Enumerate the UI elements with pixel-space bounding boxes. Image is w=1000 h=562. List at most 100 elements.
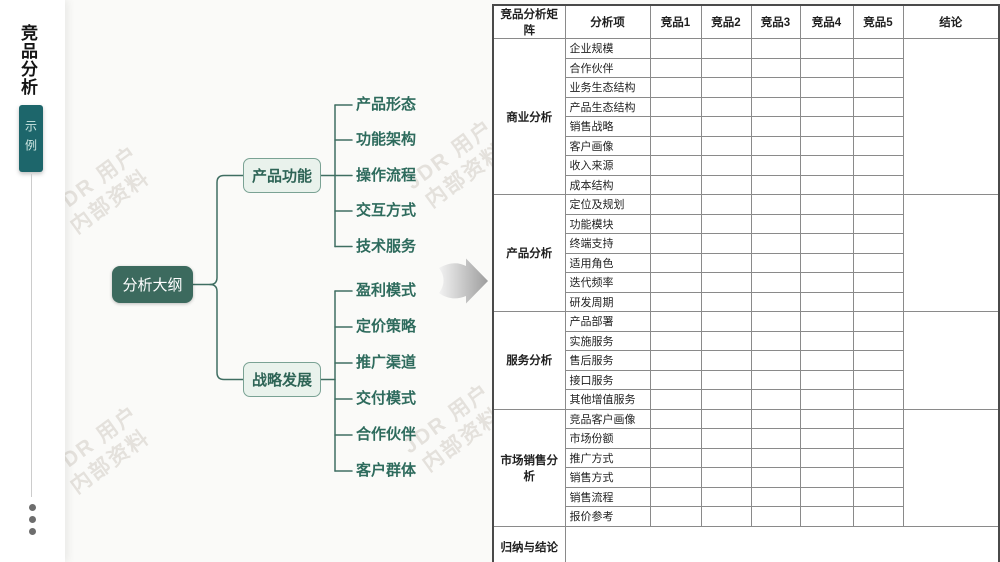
analysis-item-cell: 产品部署	[564, 311, 651, 332]
analysis-item-cell: 销售流程	[564, 486, 651, 507]
table-row: 合作伙伴	[493, 57, 999, 78]
competitor-value-cell	[750, 252, 801, 273]
competitor-value-cell	[852, 447, 904, 468]
competitor-value-cell	[799, 408, 854, 429]
mindmap-leaf-label: 交付模式	[356, 390, 417, 407]
competitor-value-cell	[799, 174, 854, 195]
competitor-value-cell	[750, 311, 801, 332]
competitor-value-cell	[852, 213, 904, 234]
column-header: 竞品2	[700, 4, 752, 39]
competitor-value-cell	[750, 369, 801, 390]
table-row: 销售方式	[493, 467, 999, 488]
competitor-value-cell	[700, 369, 752, 390]
vertical-divider	[31, 174, 32, 497]
competitor-value-cell	[750, 506, 801, 527]
competitor-value-cell	[852, 389, 904, 410]
competitor-value-cell	[852, 291, 904, 312]
mindmap-leaf-label: 定价策略	[356, 318, 417, 335]
competitor-value-cell	[649, 155, 702, 176]
competitor-value-cell	[750, 428, 801, 449]
group-label-cell: 市场销售分析	[492, 408, 566, 527]
competitor-value-cell	[700, 155, 752, 176]
competitor-value-cell	[799, 369, 854, 390]
mindmap-leaf-label: 盈利模式	[356, 282, 417, 299]
group-label-cell: 商业分析	[492, 38, 566, 195]
competitor-value-cell	[750, 467, 801, 488]
analysis-item-cell: 产品生态结构	[564, 96, 651, 117]
progress-dot	[29, 528, 36, 535]
competitor-value-cell	[799, 486, 854, 507]
mindmap-root-node: 分析大纲	[112, 266, 193, 303]
slide-progress-dots	[29, 504, 37, 540]
competitor-value-cell	[750, 57, 801, 78]
mindmap-leaf-label: 合作伙伴	[356, 426, 417, 443]
table-row: 服务分析产品部署	[492, 311, 1000, 410]
competitor-value-cell	[750, 486, 801, 507]
analysis-item-cell: 企业规模	[564, 38, 651, 59]
mindmap-leaf-label: 推广渠道	[356, 354, 417, 371]
competitor-value-cell	[852, 116, 904, 137]
competitor-value-cell	[649, 330, 702, 351]
competitor-value-cell	[649, 135, 702, 156]
analysis-item-cell: 销售战略	[564, 116, 651, 137]
table-row: 产品生态结构	[493, 96, 999, 117]
competitor-value-cell	[852, 311, 904, 332]
conclusion-cell	[902, 194, 1000, 312]
analysis-item-cell: 市场份额	[564, 428, 651, 449]
competitor-value-cell	[750, 96, 801, 117]
analysis-item-cell: 竞品客户画像	[564, 408, 651, 429]
competitor-value-cell	[750, 350, 801, 371]
competitor-value-cell	[852, 467, 904, 488]
competitor-value-cell	[799, 272, 854, 293]
column-header: 竞品1	[649, 4, 702, 39]
analysis-item-cell: 业务生态结构	[564, 77, 651, 98]
competitor-value-cell	[750, 213, 801, 234]
competitor-value-cell	[799, 350, 854, 371]
table-row: 商业分析企业规模	[492, 38, 1000, 195]
competitor-value-cell	[649, 213, 702, 234]
competitor-value-cell	[799, 135, 854, 156]
progress-dot	[29, 504, 36, 511]
competitor-value-cell	[700, 233, 752, 254]
conclusion-cell	[902, 38, 1000, 195]
conclusion-cell	[902, 311, 1000, 410]
group-label-cell: 产品分析	[492, 194, 566, 312]
competitor-value-cell	[649, 96, 702, 117]
table-row: 接口服务	[493, 369, 999, 390]
mindmap-leaf-label: 交互方式	[356, 202, 417, 219]
competitor-value-cell	[799, 233, 854, 254]
competitor-value-cell	[852, 486, 904, 507]
progress-dot	[29, 516, 36, 523]
competitor-value-cell	[750, 194, 801, 215]
analysis-item-cell: 成本结构	[564, 174, 651, 195]
competitor-value-cell	[852, 233, 904, 254]
analysis-item-cell: 终端支持	[564, 233, 651, 254]
competitor-value-cell	[799, 311, 854, 332]
competitor-value-cell	[700, 467, 752, 488]
table-row: 产品分析定位及规划	[492, 194, 1000, 312]
analysis-item-cell: 其他增值服务	[564, 389, 651, 410]
competitor-value-cell	[750, 174, 801, 195]
table-row: 市场份额	[493, 428, 999, 449]
competitor-value-cell	[700, 38, 752, 59]
summary-value-cell	[564, 525, 1000, 562]
competitor-value-cell	[649, 194, 702, 215]
competitor-value-cell	[649, 428, 702, 449]
competitor-value-cell	[799, 116, 854, 137]
analysis-item-cell: 合作伙伴	[564, 57, 651, 78]
mindmap-leaf-label: 操作流程	[356, 166, 417, 184]
competitor-value-cell	[700, 57, 752, 78]
table-row: 业务生态结构	[493, 77, 999, 98]
competitor-value-cell	[852, 174, 904, 195]
analysis-item-cell: 收入来源	[564, 155, 651, 176]
competitor-value-cell	[750, 389, 801, 410]
example-badge: 示例	[19, 105, 43, 172]
competitor-value-cell	[852, 506, 904, 527]
competitor-value-cell	[700, 291, 752, 312]
competitor-value-cell	[649, 116, 702, 137]
competitor-value-cell	[700, 486, 752, 507]
